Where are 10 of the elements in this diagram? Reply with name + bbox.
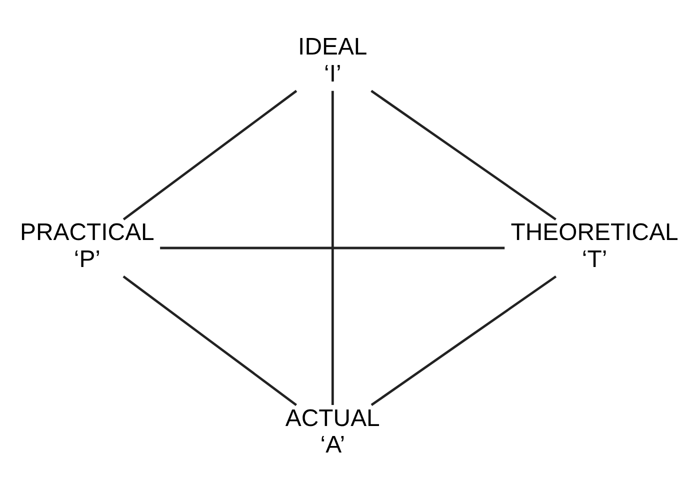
connector [331, 90, 334, 404]
connector [160, 246, 505, 249]
connector [122, 89, 298, 220]
connector [370, 89, 556, 220]
node-text: THEORETICAL ‘T’ [510, 218, 678, 273]
node-text: PRACTICAL ‘P’ [20, 218, 154, 273]
connector [122, 274, 298, 406]
connector [370, 274, 557, 406]
node-text: ACTUAL ‘A’ [285, 404, 380, 458]
node-text: IDEAL ‘I’ [298, 33, 368, 88]
